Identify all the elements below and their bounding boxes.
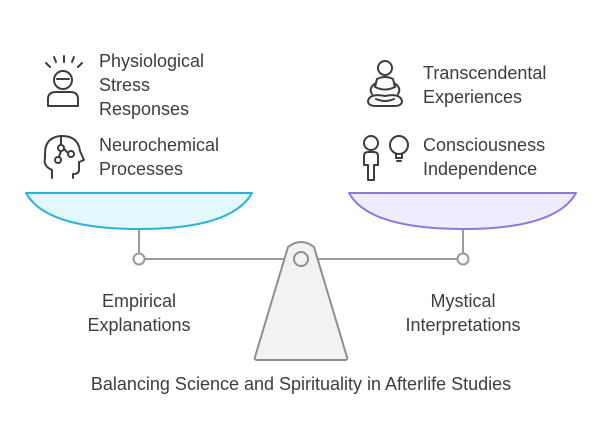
brain-head-icon bbox=[43, 134, 85, 179]
right-pan bbox=[348, 192, 577, 230]
scale-stand bbox=[253, 241, 349, 361]
meditating-person-icon bbox=[367, 60, 403, 107]
stand-pivot bbox=[293, 251, 309, 267]
transcendental-experiences-label: Transcendental Experiences bbox=[423, 63, 547, 107]
left-beam-pivot bbox=[132, 252, 146, 266]
right-beam-pivot bbox=[456, 252, 470, 266]
physiological-stress-responses-label: Physiological Stress Responses bbox=[99, 51, 205, 119]
consciousness-independence-label: Consciousness Independence bbox=[423, 135, 546, 179]
stressed-person-icon bbox=[45, 55, 83, 107]
person-with-thought-icon bbox=[363, 135, 409, 181]
neurochemical-processes-label: Neurochemical Processes bbox=[99, 135, 220, 179]
empirical-explanations-label: Empirical Explanations bbox=[87, 291, 191, 335]
diagram-caption: Balancing Science and Spirituality in Af… bbox=[90, 374, 512, 394]
mystical-interpretations-label: Mystical Interpretations bbox=[405, 291, 521, 335]
left-pan bbox=[25, 192, 253, 230]
